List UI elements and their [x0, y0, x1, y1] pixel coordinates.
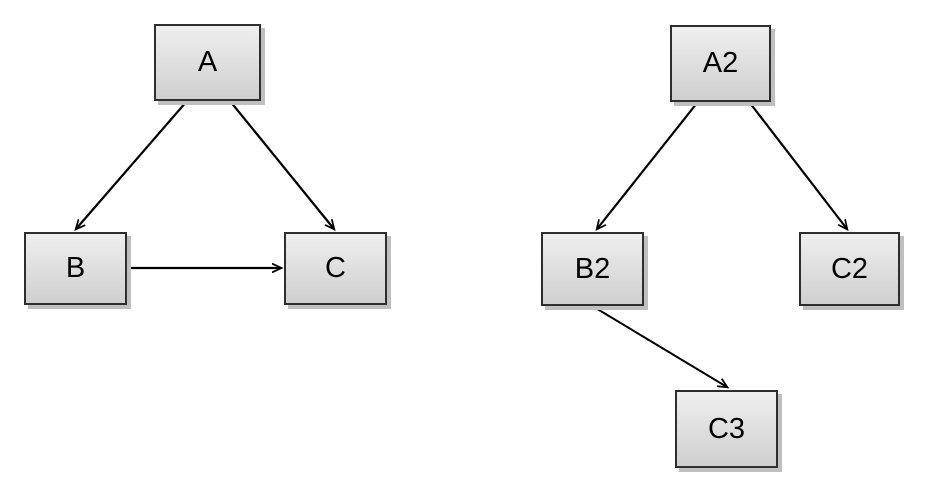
node-b-label: B [65, 252, 86, 284]
edge-a-to-c [229, 100, 334, 229]
node-b2-label: B2 [574, 252, 611, 285]
node-a2[interactable]: A2 [670, 25, 771, 102]
edge-a2-to-b2 [597, 102, 698, 229]
node-b2[interactable]: B2 [541, 232, 644, 306]
node-a2-label: A2 [702, 47, 739, 79]
node-c2-label: C2 [830, 252, 869, 285]
node-c2[interactable]: C2 [799, 232, 900, 306]
node-a[interactable]: A [154, 24, 261, 101]
node-c[interactable]: C [284, 232, 387, 305]
node-b[interactable]: B [24, 232, 127, 305]
node-c-label: C [325, 252, 346, 284]
edge-b2-to-c3 [593, 306, 727, 387]
edge-a2-to-c2 [749, 102, 847, 229]
edge-a-to-b [76, 100, 188, 229]
node-a-label: A [197, 46, 218, 78]
node-c3[interactable]: C3 [675, 390, 778, 468]
node-c3-label: C3 [707, 412, 746, 445]
